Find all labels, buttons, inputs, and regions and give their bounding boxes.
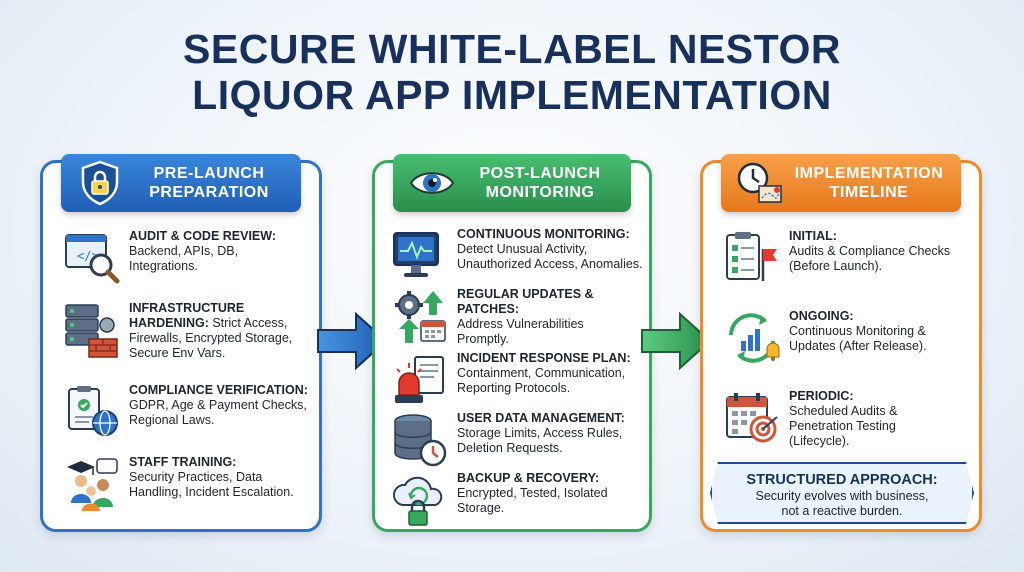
item-desc-line: Detect Unusual Activity, [457,242,588,256]
approach-desc-line: Security evolves with business, [755,489,929,503]
flow-arrow-right-icon [641,311,712,371]
item-desc-line: Handling, Incident Escalation. [129,485,294,499]
item-desc-line: Continuous Monitoring & [789,324,926,338]
staff-training-icon [67,458,118,511]
banner-line-1: PRE-LAUNCH [153,165,265,182]
item-desc-line: Containment, Communication, [457,366,626,380]
item-desc-line: Integrations. [129,259,198,273]
item-desc-line: Backend, APIs, DB, [129,244,239,258]
item-head: INFRASTRUCTURE [129,301,245,315]
item-desc-line: Penetration Testing [789,419,896,433]
server-firewall-icon [65,304,118,358]
item-ongoing: ONGOING: Continuous Monitoring & Updates… [723,309,927,367]
post-launch-banner: POST-LAUNCH MONITORING [393,154,631,212]
item-desc-line: (Lifecycle). [789,434,850,448]
item-head: REGULAR UPDATES & [457,287,594,301]
approach-desc-line: not a reactive burden. [781,504,903,518]
compliance-globe-icon [68,386,118,436]
item-periodic: PERIODIC: Scheduled Audits & Penetration… [723,389,897,449]
item-continuous-monitoring: CONTINUOUS MONITORING: Detect Unusual Ac… [391,227,643,285]
item-head-2: HARDENING: [129,316,209,330]
monitor-pulse-icon [393,232,439,277]
item-infrastructure-hardening: INFRASTRUCTURE HARDENING: Strict Access,… [63,301,292,361]
item-head: STAFF TRAINING: [129,455,237,469]
banner-line-1: IMPLEMENTATION [794,165,944,182]
timeline-banner-title: IMPLEMENTATION TIMELINE [785,164,961,202]
banner-line-2: PREPARATION [149,184,269,201]
code-magnifier-icon: </> [65,234,120,284]
item-desc-line: Encrypted, Tested, Isolated [457,486,608,500]
item-desc-line: Secure Env Vars. [129,346,226,360]
pre-launch-banner-title: PRE-LAUNCH PREPARATION [125,164,301,202]
item-desc-line: Reporting Protocols. [457,381,571,395]
structured-approach-callout: STRUCTURED APPROACH: Security evolves wi… [710,462,974,524]
item-desc-line: Deletion Requests. [457,441,563,455]
title-line-2: LIQUOR APP IMPLEMENTATION [192,72,832,118]
banner-line-2: TIMELINE [829,184,909,201]
item-desc-line: (Before Launch). [789,259,883,273]
item-user-data-management: USER DATA MANAGEMENT: Storage Limits, Ac… [391,411,625,469]
title-line-1: SECURE WHITE-LABEL NESTOR [183,26,841,72]
pre-launch-banner: PRE-LAUNCH PREPARATION [61,154,301,212]
eye-icon [409,172,455,194]
item-head: ONGOING: [789,309,854,323]
item-desc-line: Audits & Compliance Checks [789,244,951,258]
item-audit-code-review: </> AUDIT & CODE REVIEW: Backend, APIs, … [63,229,276,287]
item-compliance-verification: COMPLIANCE VERIFICATION: GDPR, Age & Pay… [63,383,308,441]
clock-map-icon [737,162,782,203]
item-desc-line: GDPR, Age & Payment Checks, [129,398,307,412]
item-desc-line: Address Vulnerabilities [457,317,584,331]
post-launch-banner-title: POST-LAUNCH MONITORING [457,164,631,202]
item-desc-line: Scheduled Audits & [789,404,898,418]
item-head: INCIDENT RESPONSE PLAN: [457,351,631,365]
item-head: AUDIT & CODE REVIEW: [129,229,276,243]
item-backup-recovery: BACKUP & RECOVERY: Encrypted, Tested, Is… [391,471,608,529]
item-desc-line: Storage. [457,501,505,515]
item-head: CONTINUOUS MONITORING: [457,227,630,241]
post-launch-panel: POST-LAUNCH MONITORING CONTINUOUS MONITO… [372,154,652,532]
item-desc-line: Updates (After Release). [789,339,927,353]
item-incident-response: INCIDENT RESPONSE PLAN: Containment, Com… [391,351,631,409]
item-head-2: PATCHES: [457,302,520,316]
page-title: SECURE WHITE-LABEL NESTOR LIQUOR APP IMP… [0,26,1024,118]
item-staff-training: STAFF TRAINING: Security Practices, Data… [63,455,294,513]
item-head: INITIAL: [789,229,837,243]
database-clock-icon [394,414,447,467]
cycle-chart-icon [729,313,780,363]
flow-arrow-right-icon [317,311,388,371]
checklist-flag-icon [726,232,777,281]
item-desc-inline: Strict Access, [212,316,288,330]
item-head: BACKUP & RECOVERY: [457,471,600,485]
item-desc-line: Regional Laws. [129,413,215,427]
item-regular-updates: REGULAR UPDATES & PATCHES: Address Vulne… [391,287,594,347]
item-desc-line: Security Practices, Data [129,470,263,484]
timeline-banner: IMPLEMENTATION TIMELINE [721,154,961,212]
item-initial: INITIAL: Audits & Compliance Checks (Bef… [723,229,950,287]
alarm-document-icon [395,356,444,403]
item-head: USER DATA MANAGEMENT: [457,411,625,425]
item-desc-line: Unauthorized Access, Anomalies. [457,257,643,271]
banner-line-1: POST-LAUNCH [479,165,601,182]
item-head: COMPLIANCE VERIFICATION: [129,383,308,397]
approach-head: STRUCTURED APPROACH: [746,472,938,488]
item-desc-line: Firewalls, Encrypted Storage, [129,331,293,345]
pre-launch-panel: PRE-LAUNCH PREPARATION </> AUDIT & CODE … [40,154,322,532]
cloud-backup-icon [393,476,443,526]
item-head: PERIODIC: [789,389,854,403]
gear-update-icon [395,291,446,343]
shield-lock-icon [81,160,119,206]
item-desc-line: Storage Limits, Access Rules, [457,426,623,440]
calendar-target-icon [726,393,778,443]
banner-line-2: MONITORING [485,184,595,201]
item-desc-line: Promptly. [457,332,509,346]
